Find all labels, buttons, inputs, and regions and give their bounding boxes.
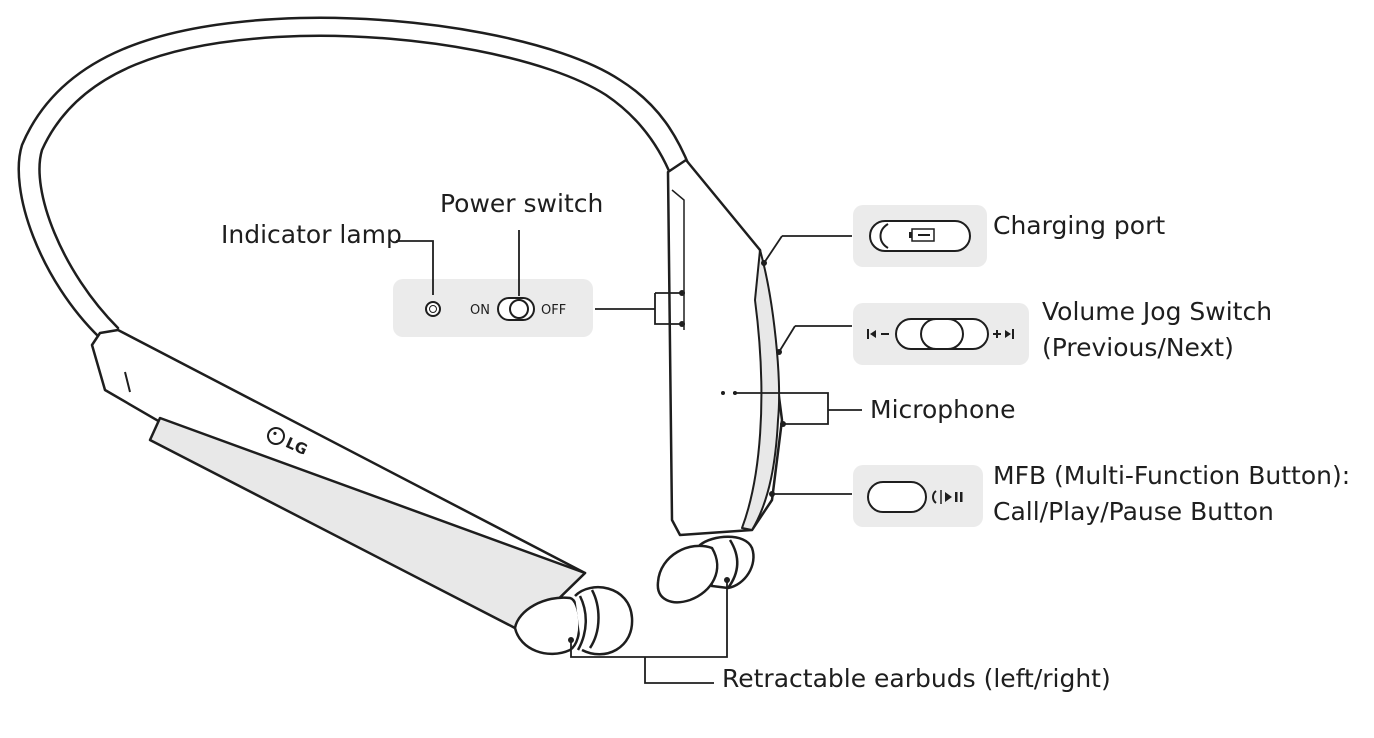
indicator-lamp-label: Indicator lamp	[221, 220, 402, 249]
right-earbud	[656, 535, 755, 604]
volume-jog-label-line2: (Previous/Next)	[1042, 333, 1234, 362]
mfb-label-line1: MFB (Multi-Function Button):	[993, 461, 1351, 490]
power-switch-panel: ON OFF	[393, 279, 593, 337]
microphone-label: Microphone	[870, 395, 1016, 424]
charging-port-panel	[853, 205, 987, 267]
mfb-label-line2: Call/Play/Pause Button	[993, 497, 1274, 526]
previous-track-icon	[867, 329, 889, 339]
left-body-band	[148, 416, 587, 630]
left-earbud	[513, 586, 634, 656]
next-track-icon	[993, 329, 1014, 339]
volume-jog-switch[interactable]	[895, 318, 989, 350]
leader-dots	[568, 260, 786, 643]
charging-port-label: Charging port	[993, 211, 1166, 240]
indicator-lamp	[425, 301, 441, 317]
power-switch-label: Power switch	[440, 189, 604, 218]
left-body-unit: LG	[90, 328, 634, 656]
neckband	[17, 16, 692, 340]
volume-jog-label-line1: Volume Jog Switch	[1042, 297, 1273, 326]
right-body-unit	[656, 158, 784, 604]
call-play-pause-icon	[932, 490, 963, 504]
volume-jog-panel	[853, 303, 1029, 365]
earbuds-label: Retractable earbuds (left/right)	[722, 664, 1111, 693]
switch-off-label: OFF	[541, 303, 566, 318]
battery-icon	[909, 228, 935, 242]
switch-on-label: ON	[470, 303, 490, 318]
microphone-holes	[721, 391, 737, 395]
power-switch[interactable]	[497, 297, 535, 321]
mfb-button[interactable]	[867, 481, 927, 513]
right-body-shell	[666, 158, 784, 537]
leader-lines	[396, 230, 862, 684]
mfb-panel	[853, 465, 983, 527]
